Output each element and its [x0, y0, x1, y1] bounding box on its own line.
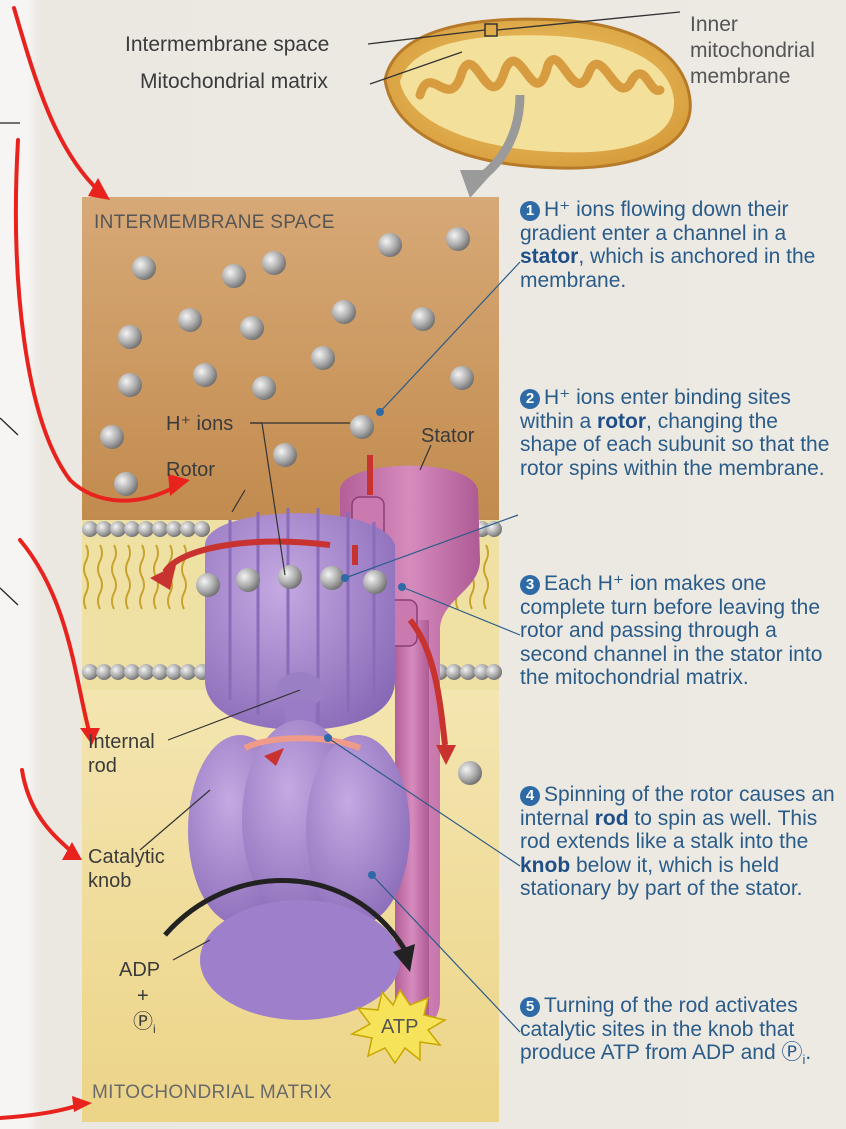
step-keyword: stator [520, 245, 578, 268]
step-keyword: rotor [597, 410, 646, 433]
internal-rod-label: Internal rod [88, 730, 155, 778]
stator-label: Stator [421, 424, 474, 448]
catalytic-knob-label: Catalytic knob [88, 845, 165, 893]
step-text: Turning of the rod activates catalytic s… [520, 994, 803, 1064]
plus-label: + [137, 984, 149, 1008]
mitochondrion-icon [385, 19, 690, 198]
rotor-label: Rotor [166, 458, 215, 482]
h-ions-label: H⁺ ions [166, 412, 233, 436]
step-number-badge: 4 [520, 786, 540, 806]
catalytic-knob [188, 720, 410, 1020]
step-number-badge: 3 [520, 575, 540, 595]
step-number-badge: 2 [520, 389, 540, 409]
step-keyword: rod [595, 807, 629, 830]
panel-bottom-title: MITOCHONDRIAL MATRIX [92, 1082, 332, 1104]
pi-label: Ⓟi [133, 1010, 156, 1041]
step-text: . [805, 1041, 811, 1064]
inner-membrane-label: Inner mitochondrial membrane [690, 12, 815, 90]
step-text: H⁺ ions flowing down their gradient ente… [520, 198, 789, 245]
mitochondrial-matrix-label: Mitochondrial matrix [140, 70, 328, 94]
step-number-badge: 5 [520, 997, 540, 1017]
panel-top-title: INTERMEMBRANE SPACE [94, 212, 335, 234]
intermembrane-space-label: Intermembrane space [125, 33, 329, 57]
atp-label: ATP [381, 1015, 418, 1039]
step-text: Each H⁺ ion makes one complete turn befo… [520, 572, 822, 689]
step-keyword: knob [520, 854, 570, 877]
step-number-badge: 1 [520, 201, 540, 221]
adp-label: ADP [119, 958, 160, 982]
